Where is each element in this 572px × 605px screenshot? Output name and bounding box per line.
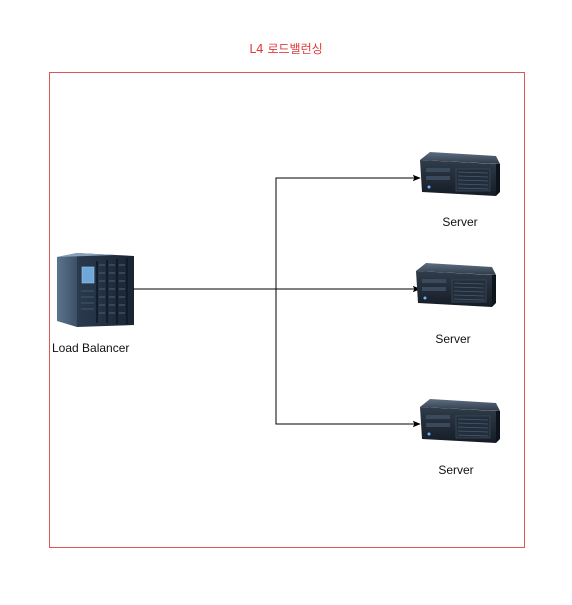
load-balancer-label: Load Balancer: [52, 341, 130, 355]
group-frame: [49, 72, 525, 548]
connector-to-server-3: [133, 288, 421, 428]
server-icon-3: [419, 398, 501, 444]
server-label-3: Server: [438, 463, 474, 477]
server-icon-2: [415, 262, 497, 308]
diagram-title: L4 로드밸런싱: [249, 42, 323, 56]
server-label-1: Server: [442, 215, 478, 229]
server-icon-1: [419, 151, 501, 197]
connector-to-server-1: [133, 174, 421, 290]
server-label-2: Server: [435, 332, 471, 346]
load-balancer-icon: [57, 253, 134, 327]
connector-lines: [133, 174, 421, 428]
